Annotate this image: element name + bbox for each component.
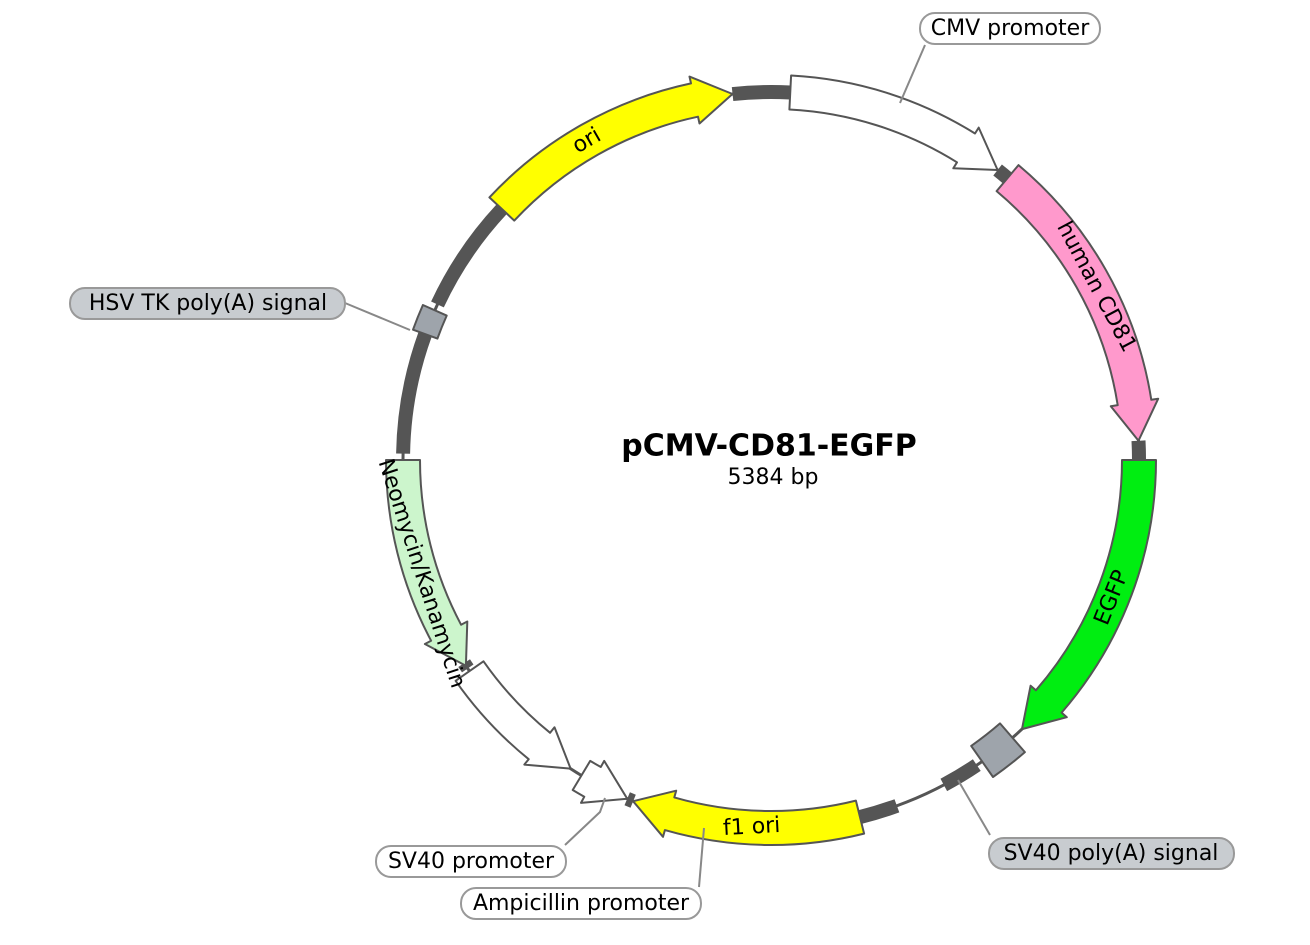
callout-leader-line xyxy=(698,827,705,888)
hsv-tk-polya-signal-box[interactable] xyxy=(412,304,448,340)
human-cd81-arrow[interactable] xyxy=(995,164,1160,442)
callout-ampicillin-promoter[interactable]: Ampicillin promoter xyxy=(460,827,705,920)
callout-leader-line xyxy=(957,779,991,836)
f1-ori-label: f1 ori xyxy=(722,813,781,841)
backbone-thick-segment xyxy=(858,799,900,824)
callout-label: Ampicillin promoter xyxy=(473,891,690,916)
callout-box xyxy=(375,845,567,878)
backbone-thick-segment xyxy=(431,204,507,308)
features-layer xyxy=(385,74,1160,847)
callout-leader-line xyxy=(564,797,606,846)
callout-sv40-promoter[interactable]: SV40 promoter xyxy=(375,797,606,878)
cmv-promoter-arrow[interactable] xyxy=(788,74,999,171)
callout-leader-line xyxy=(899,44,926,104)
plasmid-size: 5384 bp xyxy=(728,465,819,490)
plasmid-name: pCMV-CD81-EGFP xyxy=(621,429,917,464)
backbone-thick-segment xyxy=(396,331,432,454)
callout-box xyxy=(988,837,1235,870)
f1-ori-arrow[interactable] xyxy=(632,789,866,847)
ampicillin-promoter-arrow[interactable] xyxy=(571,759,629,804)
backbone-thick-segment xyxy=(624,792,636,808)
sv40-promoter-arrow[interactable] xyxy=(454,660,572,770)
callout-label: SV40 poly(A) signal xyxy=(1004,841,1219,866)
egfp-arrow[interactable] xyxy=(1021,459,1157,731)
callout-sv40-polya-signal[interactable]: SV40 poly(A) signal xyxy=(957,779,1235,870)
callout-label: SV40 promoter xyxy=(388,849,555,874)
neomycin-kanamycin-arrow[interactable] xyxy=(385,459,469,667)
backbone-thick-segment xyxy=(731,85,791,101)
sv40-polya-signal-box[interactable] xyxy=(970,722,1026,778)
callout-box xyxy=(460,887,702,920)
human-cd81-label: human CD81 xyxy=(1051,218,1141,357)
callout-box xyxy=(919,12,1101,45)
backbone-thick-segment xyxy=(1131,440,1147,460)
backbone-thick-segment xyxy=(940,759,981,792)
callout-leader-line xyxy=(344,302,411,331)
backbone-thick-segment xyxy=(993,164,1012,184)
callout-hsv-tk-polya-signal[interactable]: HSV TK poly(A) signal xyxy=(69,287,411,331)
callout-label: CMV promoter xyxy=(931,16,1090,41)
ori-arrow[interactable] xyxy=(488,75,734,222)
callout-box xyxy=(69,287,346,320)
callout-cmv-promoter[interactable]: CMV promoter xyxy=(899,12,1101,104)
backbone-segments xyxy=(396,85,1147,824)
callout-label: HSV TK poly(A) signal xyxy=(89,291,327,316)
